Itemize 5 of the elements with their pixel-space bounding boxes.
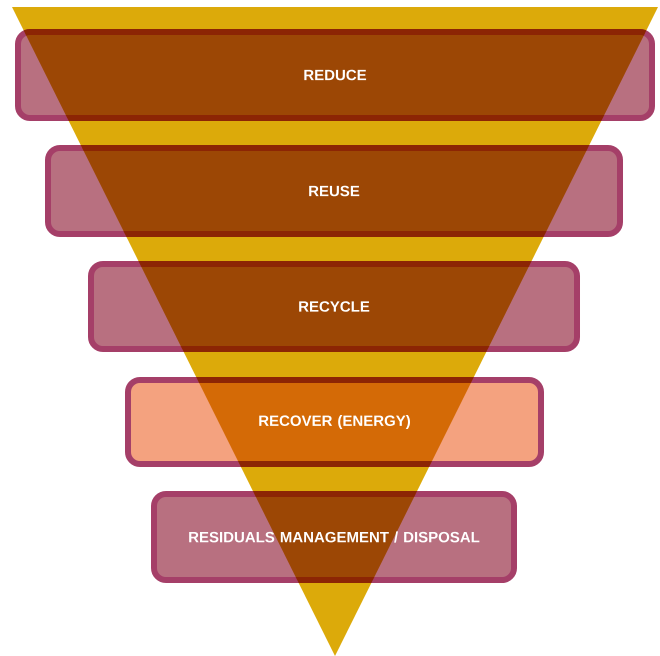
stage-box: REUSE (45, 145, 623, 237)
stage-box: RECYCLE (88, 261, 580, 352)
stage-box: REDUCE (15, 29, 655, 121)
stage-box: RESIDUALS MANAGEMENT / DISPOSAL (151, 491, 517, 583)
stage-box: RECOVER (ENERGY) (125, 377, 544, 467)
